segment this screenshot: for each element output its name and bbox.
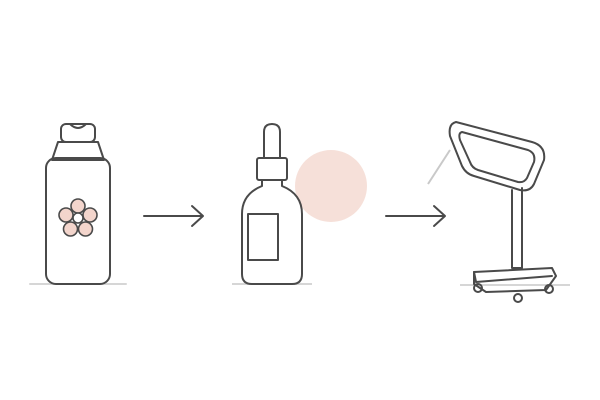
lamp-panel-outer [448, 121, 546, 192]
lamp-panel-inner [458, 131, 536, 184]
arrow-right-icon [143, 205, 204, 227]
serum-drop-circle [295, 150, 367, 222]
bottle-shoulder [51, 141, 105, 161]
caster-wheel [473, 283, 483, 293]
bottle-label [247, 213, 279, 261]
lotion-bottle-with-flower-icon [29, 123, 127, 285]
dropper-collar [256, 157, 288, 181]
stand-base-edge [473, 271, 553, 283]
dropper-bulb [263, 123, 281, 159]
stand-base [473, 267, 557, 293]
bottle-body [45, 157, 111, 285]
flower-icon [58, 198, 98, 237]
led-light-therapy-stand-icon [427, 121, 570, 303]
arrow-right-icon [385, 205, 446, 227]
bottle-cap [60, 123, 96, 143]
dropper-serum-bottle-icon [232, 123, 367, 285]
cap-band [69, 123, 87, 129]
lamp-pole [511, 187, 523, 269]
caster-wheel [513, 293, 523, 303]
bottle-body [241, 179, 303, 285]
caster-wheel [544, 284, 554, 294]
light-beam [427, 149, 451, 185]
